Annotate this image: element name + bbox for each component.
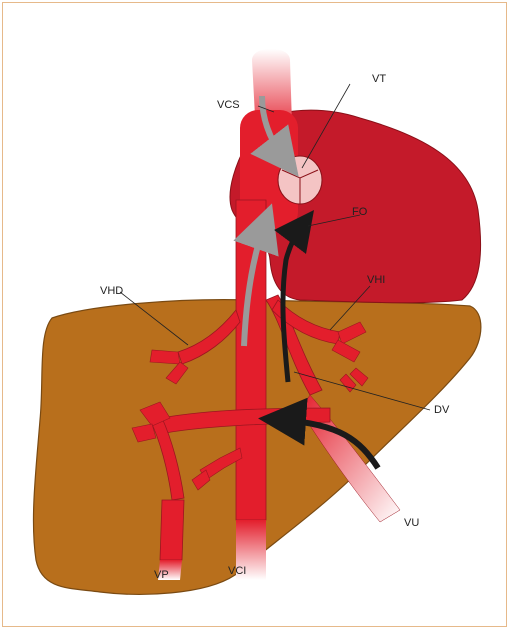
label-vhi: VHI bbox=[367, 274, 385, 286]
label-vcs: VCS bbox=[217, 99, 240, 111]
label-dv: DV bbox=[434, 404, 450, 416]
label-vu: VU bbox=[404, 517, 419, 529]
label-vt: VT bbox=[372, 73, 386, 85]
label-fo: FO bbox=[352, 206, 368, 218]
vp-vessel bbox=[160, 500, 184, 560]
vhd-branch-1 bbox=[150, 350, 180, 364]
vci-vessel bbox=[236, 200, 266, 520]
label-vp: VP bbox=[154, 569, 169, 581]
label-vci: VCI bbox=[228, 565, 246, 577]
label-vhd: VHD bbox=[100, 285, 123, 297]
